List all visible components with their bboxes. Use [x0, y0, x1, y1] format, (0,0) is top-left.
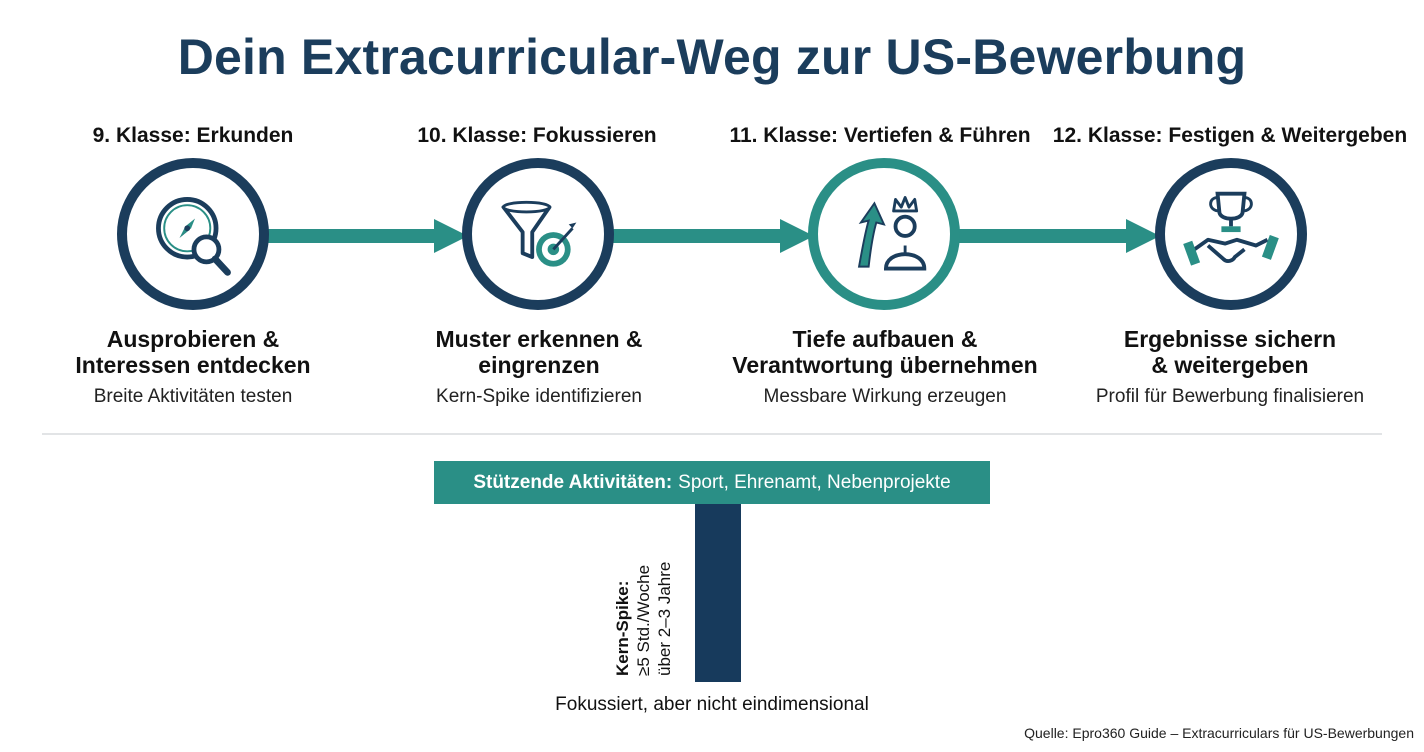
- funnel-target-icon: [501, 200, 577, 267]
- page-title: Dein Extracurricular-Weg zur US-Bewerbun…: [177, 29, 1247, 85]
- stage-2-circle: [462, 158, 614, 310]
- t-shape-caption: Fokussiert, aber nicht eindimensional: [555, 694, 869, 715]
- stage-2-label: 10. Klasse: Fokussieren: [417, 124, 657, 147]
- stage-3-label: 11. Klasse: Vertiefen & Führen: [729, 124, 1031, 147]
- stage-1-circle: [117, 158, 269, 310]
- trophy-handshake-icon: [1183, 191, 1279, 266]
- stage-3-subtext: Messbare Wirkung erzeugen: [763, 386, 1007, 407]
- section-divider: [42, 433, 1382, 435]
- supporting-activities-text: Sport, Ehrenamt, Nebenprojekte: [678, 471, 951, 493]
- arrow-2-to-3: [604, 219, 814, 253]
- stage-2-heading: Muster erkennen & eingrenzen: [435, 326, 643, 378]
- core-spike-label: Kern-Spike: ≥5 Std./Woche über 2–3 Jahre: [612, 526, 684, 676]
- stage-4-heading: Ergebnisse sichern & weitergeben: [1123, 326, 1337, 378]
- arrow-1-to-2: [258, 219, 468, 253]
- growth-leader-icon: [857, 196, 927, 271]
- supporting-activities-label: Stützende Aktivitäten:: [473, 471, 673, 493]
- stage-2-subtext: Kern-Spike identifizieren: [436, 386, 642, 407]
- stage-3-heading: Tiefe aufbauen & Verantwortung übernehme…: [732, 326, 1038, 378]
- stage-1-heading: Ausprobieren & Interessen entdecken: [75, 326, 311, 378]
- stage-4-circle: [1155, 158, 1307, 310]
- stage-4-label: 12. Klasse: Festigen & Weitergeben: [1052, 124, 1408, 147]
- stage-4-subtext: Profil für Bewerbung finalisieren: [1095, 386, 1365, 407]
- stage-1-label: 9. Klasse: Erkunden: [92, 124, 294, 147]
- stage-3-circle: [808, 158, 960, 310]
- core-spike-bar: [695, 504, 741, 682]
- supporting-activities-bar: Stützende Aktivitäten: Sport, Ehrenamt, …: [434, 461, 990, 504]
- compass-magnifier-icon: [156, 197, 231, 276]
- core-spike-duration: über 2–3 Jahre: [655, 561, 674, 676]
- source-note: Quelle: Epro360 Guide – Extracurriculars…: [1024, 725, 1414, 741]
- stage-1-subtext: Breite Aktivitäten testen: [93, 386, 293, 407]
- core-spike-title: Kern-Spike:: [613, 580, 632, 676]
- arrow-3-to-4: [950, 219, 1160, 253]
- core-spike-hours: ≥5 Std./Woche: [634, 564, 653, 676]
